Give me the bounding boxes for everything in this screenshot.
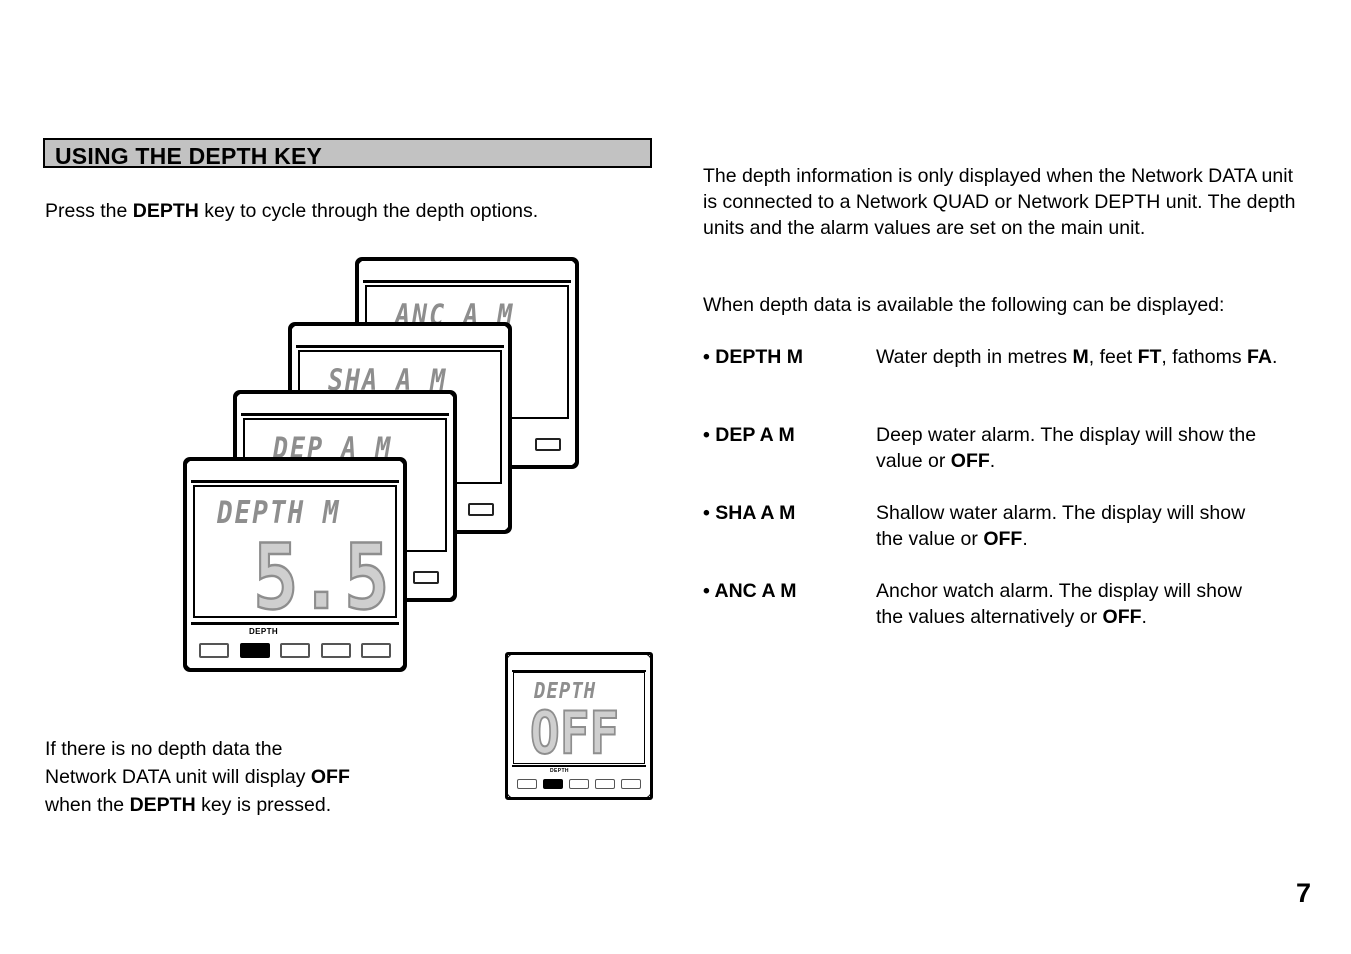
key-3[interactable] bbox=[280, 643, 310, 658]
device-bezel-top bbox=[296, 330, 504, 348]
note-off-keyword: OFF bbox=[310, 766, 350, 788]
device-bezel-top bbox=[363, 265, 571, 283]
desc-part-bold: OFF bbox=[983, 528, 1023, 550]
right-column: The depth information is only displayed … bbox=[703, 0, 1313, 954]
note-depth-keyword: DEPTH bbox=[129, 794, 196, 816]
desc-part: . bbox=[1271, 346, 1278, 368]
desc-part: Water depth in metres bbox=[876, 346, 1073, 368]
note-line-3c: key is pressed. bbox=[195, 794, 332, 816]
keypad-key-row bbox=[199, 643, 391, 658]
device-key-right[interactable] bbox=[413, 571, 439, 584]
desc-part: Deep water alarm. The display will show … bbox=[876, 424, 1257, 472]
desc-part: . bbox=[1022, 528, 1028, 550]
device-stack-illustration: ANC A M SHA A M DEP A M DEPTH M bbox=[143, 252, 603, 682]
device-off-unit: DEPTH OFF DEPTH bbox=[505, 652, 653, 800]
note-line-2a: Network DATA unit will display bbox=[45, 766, 311, 788]
desc-part: . bbox=[989, 450, 996, 472]
key-5[interactable] bbox=[621, 779, 641, 789]
key-5[interactable] bbox=[361, 643, 391, 658]
device-off-illustration: DEPTH OFF DEPTH bbox=[505, 652, 653, 800]
key-3[interactable] bbox=[569, 779, 589, 789]
section-header-bar: USING THE DEPTH KEY bbox=[43, 138, 652, 169]
device-bezel-top bbox=[191, 465, 399, 483]
intro-paragraph: Press the DEPTH key to cycle through the… bbox=[45, 198, 645, 224]
device-keypad: DEPTH bbox=[191, 622, 399, 664]
bullet-desc-depth-m: Water depth in metres M, feet FT, fathom… bbox=[876, 344, 1306, 370]
depth-info-paragraph: The depth information is only displayed … bbox=[703, 165, 1296, 239]
keypad-key-row bbox=[517, 779, 641, 789]
desc-part-bold: OFF bbox=[950, 450, 990, 472]
desc-part: Shallow water alarm. The display will sh… bbox=[876, 502, 1246, 550]
note-line-3a: when the bbox=[45, 794, 130, 816]
bullet-desc-sha-a-m: Shallow water alarm. The display will sh… bbox=[876, 500, 1256, 552]
desc-part-bold: FA bbox=[1247, 346, 1272, 368]
page-number: 7 bbox=[1295, 878, 1311, 908]
key-4[interactable] bbox=[320, 643, 351, 658]
device-lcd-frame: DEPTH OFF bbox=[513, 672, 645, 769]
key-4[interactable] bbox=[595, 779, 615, 789]
desc-part-bold: M bbox=[1072, 346, 1089, 368]
page-title: USING THE DEPTH KEY bbox=[55, 143, 323, 169]
device-keypad: DEPTH bbox=[512, 765, 646, 793]
key-2-depth[interactable] bbox=[239, 643, 270, 658]
keypad-depth-label: DEPTH bbox=[249, 627, 279, 636]
device-key-right[interactable] bbox=[468, 503, 494, 516]
bullet-desc-dep-a-m: Deep water alarm. The display will show … bbox=[876, 422, 1306, 474]
desc-part: . bbox=[1141, 606, 1147, 628]
desc-part: Anchor watch alarm. The display will sho… bbox=[876, 580, 1242, 628]
device-key-right[interactable] bbox=[535, 438, 561, 451]
lcd-label-depth: DEPTH M bbox=[217, 496, 341, 532]
left-column: USING THE DEPTH KEY Press the DEPTH key … bbox=[43, 0, 658, 954]
key-1[interactable] bbox=[517, 779, 537, 789]
keypad-depth-label: DEPTH bbox=[550, 768, 569, 774]
desc-part-bold: FT bbox=[1137, 346, 1162, 368]
device-bezel-top bbox=[512, 659, 646, 672]
key-2-depth[interactable] bbox=[543, 779, 563, 789]
lcd-value-off: OFF bbox=[529, 698, 620, 769]
no-depth-data-note: If there is no depth data the Network DA… bbox=[45, 735, 445, 819]
note-line-1: If there is no depth data the bbox=[45, 738, 283, 760]
key-1[interactable] bbox=[199, 643, 229, 658]
device-depth-main: DEPTH M 5.5 DEPTH bbox=[183, 457, 407, 672]
available-data-paragraph: When depth data is available the followi… bbox=[703, 294, 1225, 316]
desc-part: , feet bbox=[1088, 346, 1138, 368]
lcd-label-off: DEPTH bbox=[534, 678, 597, 704]
bullet-desc-anc-a-m: Anchor watch alarm. The display will sho… bbox=[876, 578, 1256, 630]
desc-part: , fathoms bbox=[1161, 346, 1248, 368]
device-bezel-top bbox=[241, 398, 449, 416]
desc-part-bold: OFF bbox=[1102, 606, 1142, 628]
lcd-value-depth: 5.5 bbox=[252, 523, 391, 631]
bullet-term-dep-a-m: • DEP A M bbox=[703, 424, 795, 446]
device-lcd-frame: DEPTH M 5.5 bbox=[193, 485, 397, 630]
intro-text-after: key to cycle through the depth options. bbox=[198, 200, 539, 222]
bullet-term-depth-m: • DEPTH M bbox=[703, 346, 803, 368]
intro-depth-keyword: DEPTH bbox=[132, 200, 199, 222]
bullet-term-sha-a-m: • SHA A M bbox=[703, 502, 796, 524]
intro-text-before: Press the bbox=[45, 200, 133, 222]
bullet-term-anc-a-m: • ANC A M bbox=[703, 580, 797, 602]
